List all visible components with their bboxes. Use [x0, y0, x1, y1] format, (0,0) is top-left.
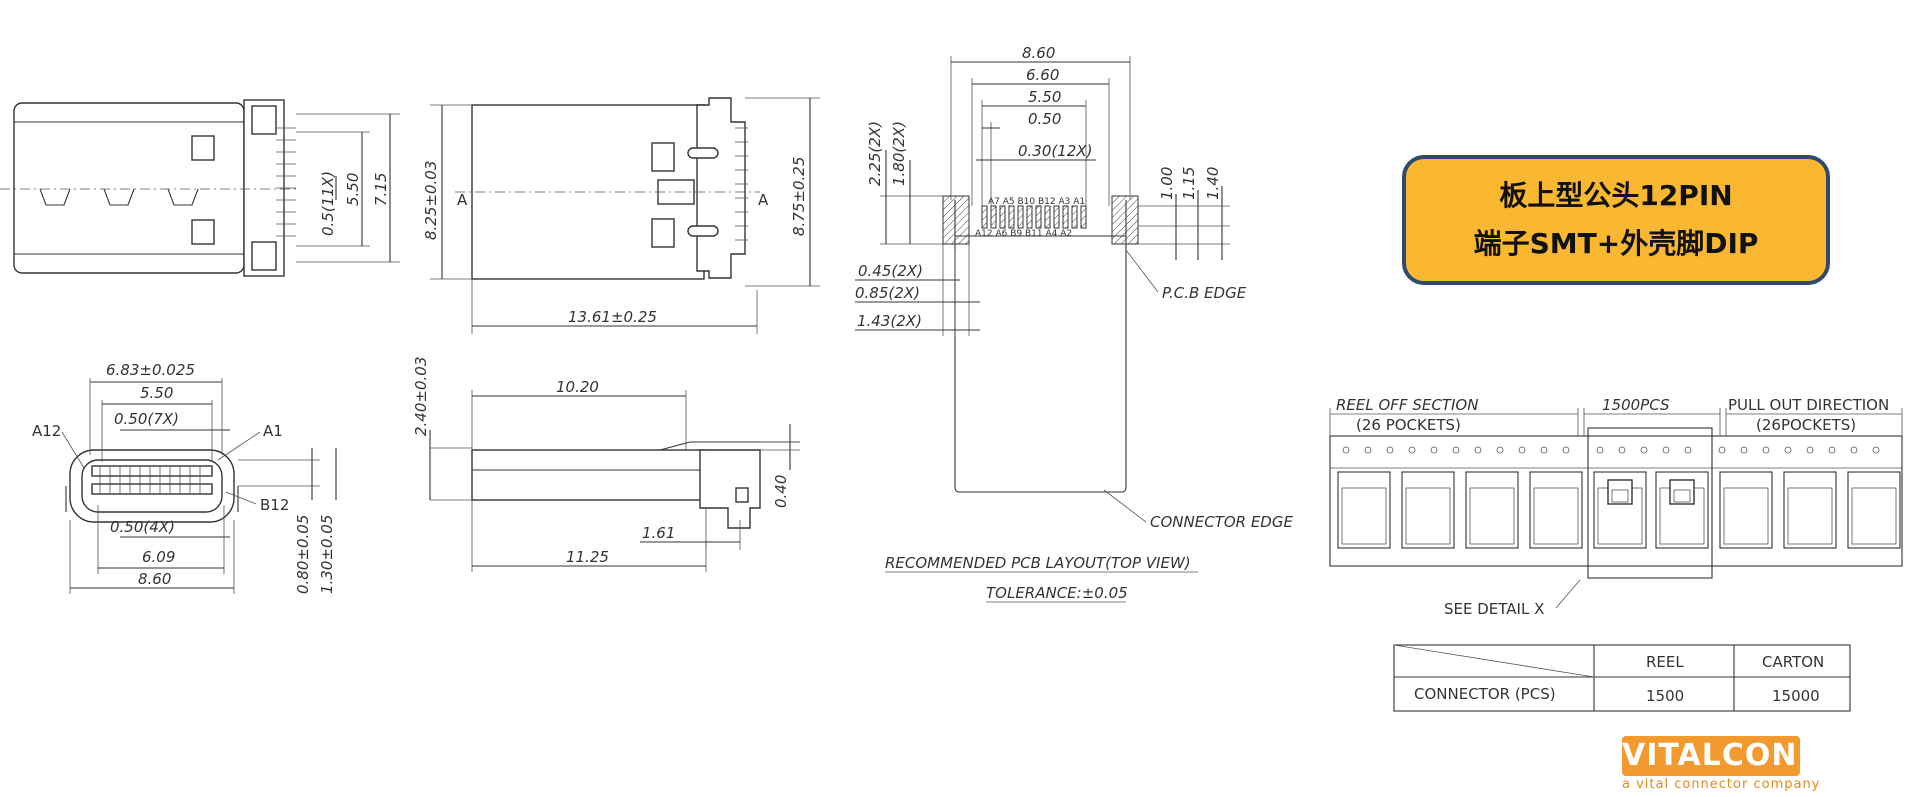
pcb-edge-label: P.C.B EDGE — [1162, 284, 1247, 302]
pull-out-label: PULL OUT DIRECTION — [1728, 396, 1889, 414]
dim-6-83: 6.83±0.025 — [106, 361, 195, 379]
pcb-dim-0-50: 0.50 — [1028, 110, 1061, 128]
logo-name: VITALCONN — [1622, 736, 1823, 776]
title-line-2: 端子SMT+外壳脚DIP — [1473, 227, 1759, 260]
top-view — [430, 97, 820, 334]
pcb-layout-caption: RECOMMENDED PCB LAYOUT(TOP VIEW) — [885, 554, 1191, 572]
dim-0-40: 0.40 — [772, 475, 790, 508]
table-carton-value: 15000 — [1772, 687, 1820, 705]
dim-1-61: 1.61 — [642, 524, 675, 542]
dim-0-5-11x: 0.5(11X) — [319, 171, 337, 236]
table-col-carton: CARTON — [1762, 653, 1824, 671]
pockets-right-label: (26POCKETS) — [1756, 416, 1856, 434]
pcb-dim-1-00: 1.00 — [1158, 167, 1176, 200]
pcb-pins-bottom: A12 A6 B9 B11 A4 A2 — [975, 229, 1072, 239]
dim-5-50-side: 5.50 — [344, 173, 362, 206]
dim-8-75: 8.75±0.25 — [790, 157, 808, 236]
packing-table — [1393, 644, 1851, 712]
pcb-dim-0-45: 0.45(2X) — [858, 262, 923, 280]
brand-logo: VITALCONN a vital connector company — [1622, 736, 1872, 796]
dim-7-15: 7.15 — [372, 173, 390, 206]
see-detail-label: SEE DETAIL X — [1444, 600, 1544, 618]
pcb-dim-1-40: 1.40 — [1204, 167, 1222, 200]
dim-0-50-4x: 0.50(4X) — [110, 518, 175, 536]
pockets-left-label: (26 POCKETS) — [1356, 416, 1461, 434]
connector-edge-label: CONNECTOR EDGE — [1150, 513, 1293, 531]
title-line-1: 板上型公头12PIN — [1499, 179, 1733, 212]
pcb-dim-5-50: 5.50 — [1028, 88, 1061, 106]
pcb-dim-1-15: 1.15 — [1180, 167, 1198, 200]
reel-off-label: REEL OFF SECTION — [1336, 396, 1478, 414]
table-row-label: CONNECTOR (PCS) — [1414, 685, 1556, 703]
pcb-layout — [855, 56, 1230, 603]
pin-b12: B12 — [260, 496, 289, 514]
side-view — [0, 99, 400, 277]
pcb-tolerance: TOLERANCE:±0.05 — [986, 584, 1128, 602]
pin-a1: A1 — [263, 422, 283, 440]
reel-tape — [1329, 408, 1903, 609]
dim-8-60-front: 8.60 — [138, 570, 171, 588]
title-banner: 板上型公头12PIN 端子SMT+外壳脚DIP — [1402, 155, 1830, 285]
dim-11-25: 11.25 — [566, 548, 609, 566]
dim-6-09: 6.09 — [142, 548, 175, 566]
dim-10-20: 10.20 — [556, 378, 599, 396]
section-a-left: A — [457, 191, 468, 209]
dim-13-61: 13.61±0.25 — [568, 308, 657, 326]
pcb-dim-6-60: 6.60 — [1026, 66, 1059, 84]
dim-8-25: 8.25±0.03 — [422, 161, 440, 240]
dim-0-50-7x: 0.50(7X) — [114, 410, 179, 428]
dim-5-50-front: 5.50 — [140, 384, 173, 402]
pcb-dim-8-60: 8.60 — [1022, 44, 1055, 62]
table-reel-value: 1500 — [1646, 687, 1684, 705]
front-view — [61, 378, 337, 594]
dim-1-30: 1.30±0.05 — [318, 515, 336, 594]
pcb-dim-1-43: 1.43(2X) — [857, 312, 922, 330]
dim-2-40: 2.40±0.03 — [412, 357, 430, 436]
pin-a12: A12 — [32, 422, 61, 440]
dim-0-80: 0.80±0.05 — [294, 515, 312, 594]
reel-pcs-label: 1500PCS — [1602, 396, 1670, 414]
pcb-dim-0-85: 0.85(2X) — [855, 284, 920, 302]
pcb-dim-0-30: 0.30(12X) — [1018, 142, 1092, 160]
pcb-pins-top: A7 A5 B10 B12 A3 A1 — [988, 197, 1085, 207]
table-col-reel: REEL — [1646, 653, 1684, 671]
section-a-right: A — [758, 191, 769, 209]
pcb-dim-1-80: 1.80(2X) — [890, 121, 908, 186]
pcb-dim-2-25: 2.25(2X) — [866, 121, 884, 186]
logo-tagline: a vital connector company — [1622, 777, 1821, 792]
profile-view — [429, 390, 800, 572]
